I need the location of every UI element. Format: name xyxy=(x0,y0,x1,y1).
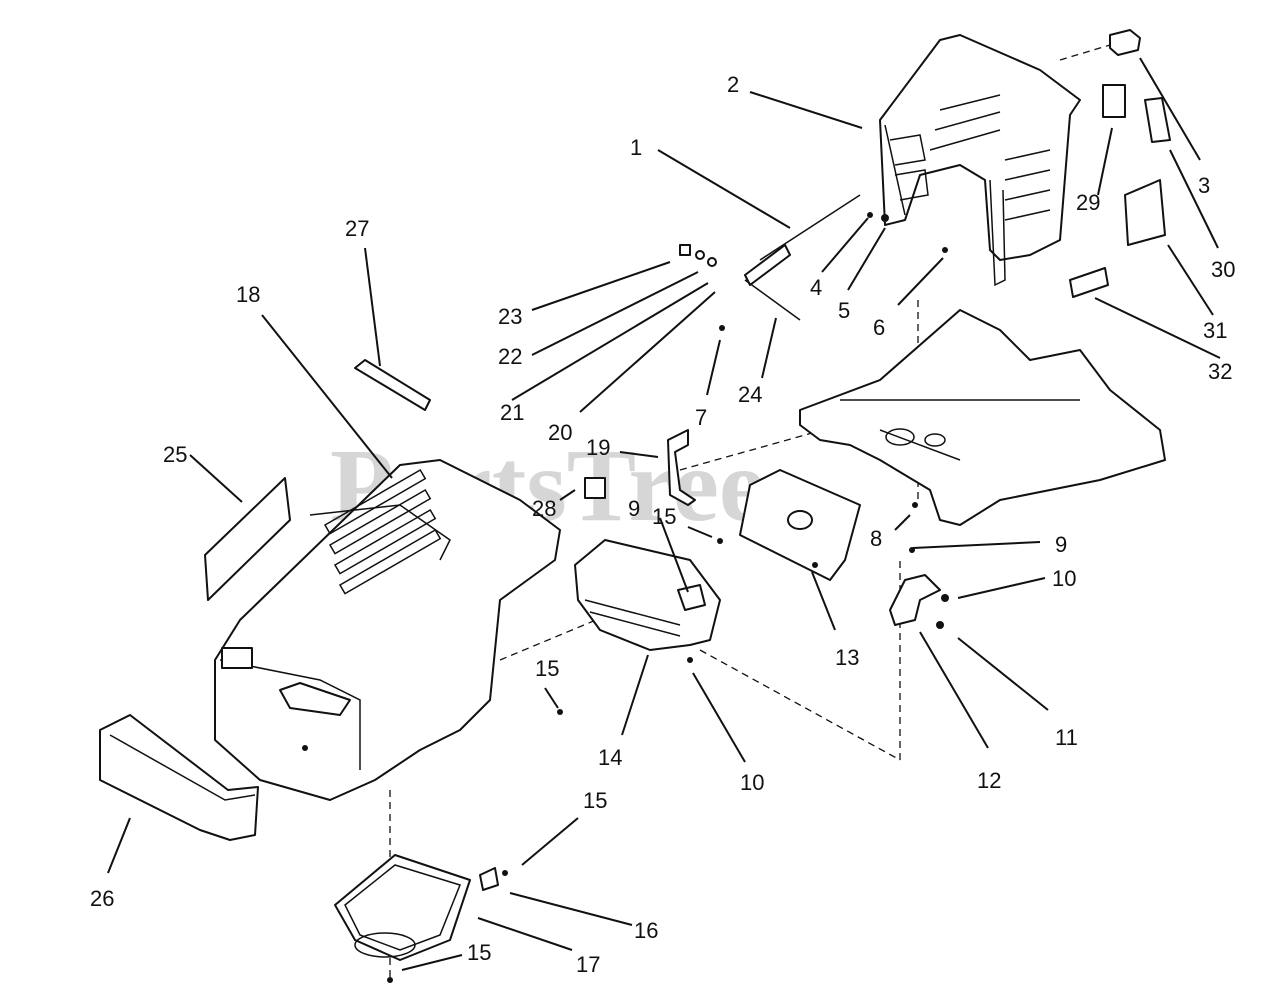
part-seat-adjust-rod xyxy=(679,194,861,321)
callout-11: 11 xyxy=(1055,725,1078,750)
fasteners xyxy=(302,212,949,983)
callout-29: 29 xyxy=(1076,190,1100,215)
callout-31: 31 xyxy=(1203,318,1227,343)
leader-lines xyxy=(107,57,1221,971)
part-18-hood xyxy=(214,459,561,801)
callout-32: 32 xyxy=(1208,359,1232,384)
callout-22: 22 xyxy=(498,344,522,369)
callout-13: 13 xyxy=(835,645,859,670)
part-28-decal xyxy=(584,477,606,499)
callout-10-right: 10 xyxy=(1052,566,1076,591)
callout-1: 1 xyxy=(630,135,642,160)
callout-4: 4 xyxy=(810,275,822,300)
callout-15-mid: 15 xyxy=(535,656,559,681)
part-13-dash-panel xyxy=(739,469,861,581)
callout-19: 19 xyxy=(586,435,610,460)
callout-9-left: 9 xyxy=(628,496,640,521)
callout-30: 30 xyxy=(1211,257,1235,282)
callout-3: 3 xyxy=(1198,173,1210,198)
part-25-decal xyxy=(204,477,291,601)
part-29-decal xyxy=(1102,84,1126,118)
part-floor-pan xyxy=(799,309,1166,526)
part-12-bracket xyxy=(889,574,941,626)
part-26-bumper xyxy=(99,714,259,841)
part-17-headlight-bucket xyxy=(334,854,499,961)
callout-25: 25 xyxy=(163,442,187,467)
part-30-decal xyxy=(1144,97,1171,143)
part-seat-pan xyxy=(879,34,1081,287)
callout-28: 28 xyxy=(532,496,556,521)
part-31-decal xyxy=(1124,179,1166,246)
callout-7: 7 xyxy=(695,405,707,430)
part-32-decal xyxy=(1069,267,1109,298)
callout-20: 20 xyxy=(548,420,572,445)
callout-9-right: 9 xyxy=(1055,532,1067,557)
callout-10-bottom: 10 xyxy=(740,770,764,795)
callout-24: 24 xyxy=(738,382,762,407)
callout-27: 27 xyxy=(345,216,369,241)
part-3-pad xyxy=(1109,29,1141,56)
callout-17: 17 xyxy=(576,952,600,977)
callout-labels: 1 2 3 4 5 6 7 8 9 9 10 10 11 12 13 14 15… xyxy=(90,72,1235,977)
callout-16: 16 xyxy=(634,918,658,943)
part-19-bracket xyxy=(667,429,696,506)
callout-2: 2 xyxy=(727,72,739,97)
callout-5: 5 xyxy=(838,298,850,323)
callout-14: 14 xyxy=(598,745,622,770)
callout-8: 8 xyxy=(870,526,882,551)
callout-15-top: 15 xyxy=(652,504,676,529)
part-27-decal xyxy=(354,359,431,411)
callout-6: 6 xyxy=(873,315,885,340)
callout-12: 12 xyxy=(977,768,1001,793)
callout-26: 26 xyxy=(90,886,114,911)
callout-15-upper-bucket: 15 xyxy=(583,788,607,813)
callout-23: 23 xyxy=(498,304,522,329)
part-14-front-cover xyxy=(574,539,721,651)
callout-15-bottom: 15 xyxy=(467,940,491,965)
callout-21: 21 xyxy=(500,400,524,425)
callout-18: 18 xyxy=(236,282,260,307)
